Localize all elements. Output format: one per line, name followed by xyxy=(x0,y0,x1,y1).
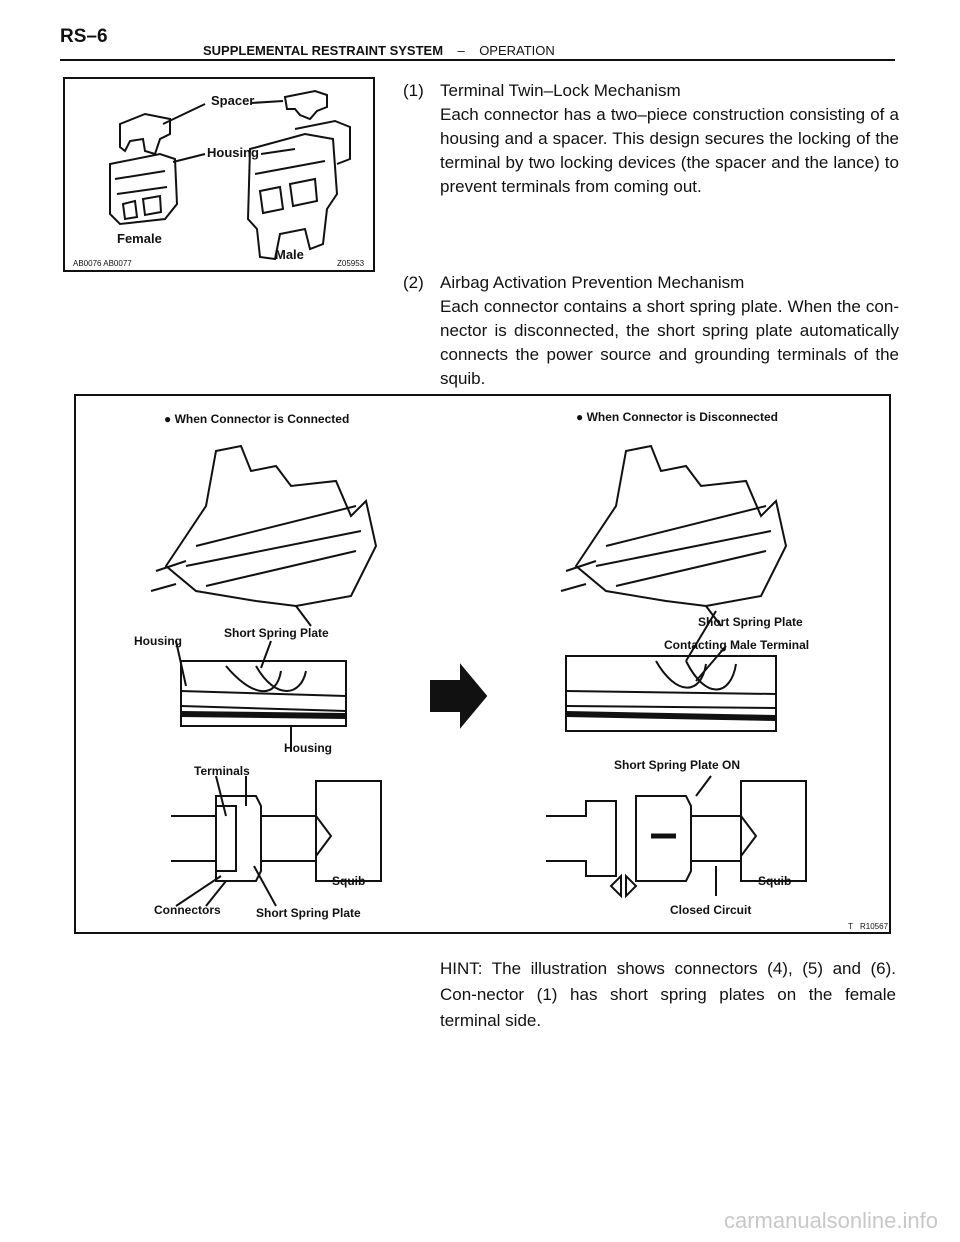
label-housing-left-bottom: Housing xyxy=(284,741,332,755)
header-separator: – xyxy=(457,43,465,58)
item-heading: Airbag Activation Prevention Mechanism xyxy=(440,273,745,292)
label-housing-left-top: Housing xyxy=(134,634,182,648)
item-number: (2) xyxy=(403,273,424,292)
item-activation-prevention: (2) Airbag Activation Prevention Mechani… xyxy=(403,271,903,388)
label-spacer: Spacer xyxy=(211,93,255,108)
item-body: Each connector contains a short spring p… xyxy=(440,297,899,388)
label-short-spring-plate-left: Short Spring Plate xyxy=(224,626,329,640)
item-body: Each connector has a two–piece construct… xyxy=(440,105,899,196)
figure2-code-prefix: T xyxy=(848,922,853,931)
header-title: SUPPLEMENTAL RESTRAINT SYSTEM – OPERATIO… xyxy=(203,43,555,58)
right-panel-title: ● When Connector is Disconnected xyxy=(576,410,778,424)
watermark: carmanualsonline.info xyxy=(723,1208,938,1233)
label-connectors: Connectors xyxy=(154,903,221,917)
label-squib-right: Squib xyxy=(758,874,792,888)
figure2-code: R10567 xyxy=(860,922,889,931)
item-number: (1) xyxy=(403,81,424,100)
label-short-spring-plate-on: Short Spring Plate ON xyxy=(614,758,741,772)
page-code: RS–6 xyxy=(60,26,108,47)
connector-parts-figure: Spacer Housing Female Male AB0076 AB0077… xyxy=(63,77,375,272)
label-female: Female xyxy=(117,231,162,246)
label-closed-circuit: Closed Circuit xyxy=(670,903,752,917)
item-heading: Terminal Twin–Lock Mechanism xyxy=(440,81,681,100)
connector-parts-drawing xyxy=(109,89,351,261)
right-panel-title-text: When Connector is Disconnected xyxy=(586,410,778,424)
label-male: Male xyxy=(275,247,304,262)
subsection-title: OPERATION xyxy=(479,43,555,58)
section-title: SUPPLEMENTAL RESTRAINT SYSTEM xyxy=(203,43,444,58)
hint-text: HINT: The illustration shows connectors … xyxy=(440,959,896,1030)
figure1-code-left: AB0076 AB0077 xyxy=(73,259,132,268)
label-contacting-male-terminal: Contacting Male Terminal xyxy=(664,638,810,652)
connection-states-drawing xyxy=(150,444,807,907)
connection-states-figure: ● When Connector is Connected ● When Con… xyxy=(74,394,891,934)
figure1-code-right: Z05953 xyxy=(337,259,365,268)
left-panel-title: ● When Connector is Connected xyxy=(164,412,350,426)
label-short-spring-plate-right: Short Spring Plate xyxy=(698,615,803,629)
label-housing: Housing xyxy=(207,145,259,160)
label-squib-left: Squib xyxy=(332,874,366,888)
left-panel-title-text: When Connector is Connected xyxy=(174,412,350,426)
label-terminals: Terminals xyxy=(194,764,250,778)
label-short-spring-plate-bottom: Short Spring Plate xyxy=(256,906,361,920)
item-twin-lock: (1) Terminal Twin–Lock Mechanism Each co… xyxy=(403,79,903,196)
header-rule xyxy=(60,59,895,61)
